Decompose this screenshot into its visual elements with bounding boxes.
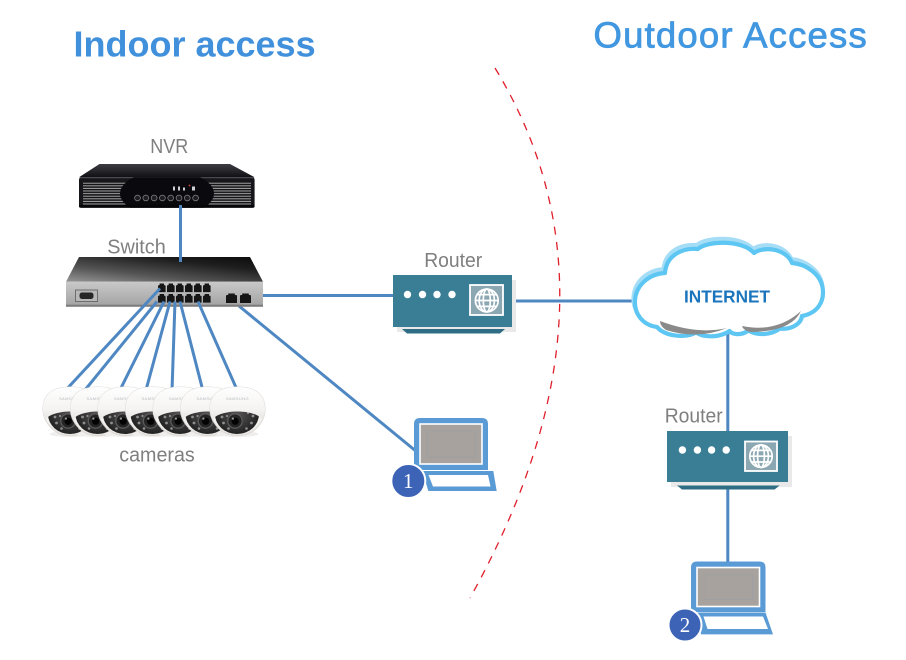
svg-text:SAMSUNG: SAMSUNG <box>59 396 82 401</box>
svg-text:2: 2 <box>680 613 691 637</box>
svg-text:1: 1 <box>403 469 414 493</box>
svg-text:INTERNET: INTERNET <box>684 287 771 307</box>
svg-text:Indoor access: Indoor access <box>74 24 316 65</box>
svg-text:NVR: NVR <box>150 136 188 158</box>
svg-text:cameras: cameras <box>119 444 195 466</box>
svg-text:Switch: Switch <box>107 237 166 259</box>
svg-text:Outdoor Access: Outdoor Access <box>594 15 868 56</box>
svg-text:Router: Router <box>424 250 482 272</box>
svg-text:Router: Router <box>665 406 723 428</box>
